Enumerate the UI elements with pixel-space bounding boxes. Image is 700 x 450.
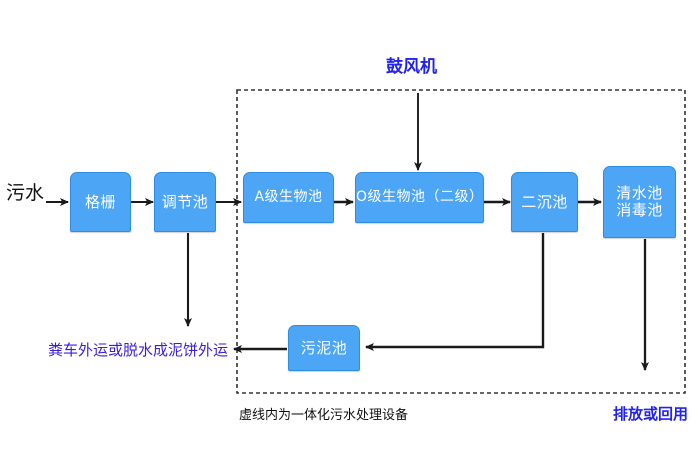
inlet-label: 污水	[6, 182, 45, 204]
node-regulating-tank[interactable]: 调节池	[154, 172, 216, 232]
arrow-settling-to-sludge-tank	[365, 233, 545, 351]
integrated-equipment-boundary	[236, 89, 686, 394]
sludge-haul-label: 粪车外运或脱水成泥饼外运	[48, 341, 229, 359]
node-sludge-tank[interactable]: 污泥池	[288, 325, 360, 371]
node-grille[interactable]: 格栅	[70, 172, 131, 232]
node-secondary-settling-tank[interactable]: 二沉池	[511, 172, 578, 232]
node-a-stage-bio-tank[interactable]: A级生物池	[243, 172, 334, 223]
effluent-label: 排放或回用	[613, 405, 689, 423]
blower-label: 鼓风机	[386, 57, 437, 77]
enclosure-caption: 虚线内为一体化污水处理设备	[239, 408, 409, 423]
node-o-stage-bio-tank[interactable]: O级生物池（二级）	[355, 172, 484, 223]
node-clean-water-tank[interactable]: 清水池 消毒池	[603, 166, 676, 238]
